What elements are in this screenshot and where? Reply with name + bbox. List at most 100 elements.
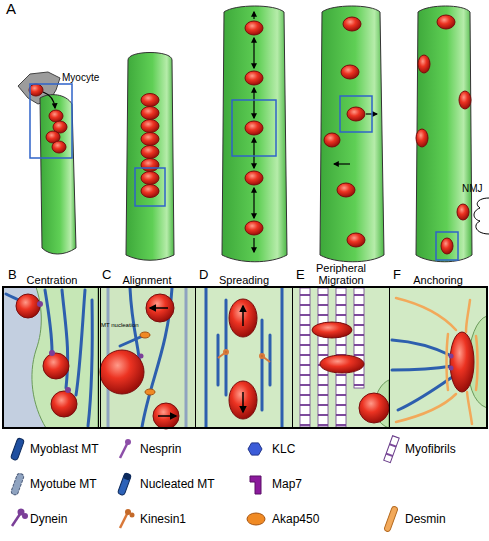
centration-panel-art-part-part [88,300,92,426]
legend-entry: Myotube MT [30,476,97,492]
myotube-spreading-stage-part-part [253,88,254,118]
myotube-spreading-stage-part [245,171,263,185]
panel-letter: E [296,268,305,282]
legend-entry: Kinesin1 [140,511,186,527]
legend-icons [10,436,399,532]
legend-entry: Myofibrils [405,441,456,457]
alignment-panel-art-part [145,389,155,395]
panel-title: Spreading [196,274,292,286]
spreading-panel-art-part [206,288,282,427]
panel-box: Centration [3,287,101,428]
legend-label: Map7 [272,477,302,491]
legend-entry: Map7 [272,476,302,492]
spreading-panel-art [195,287,292,428]
centration-panel-art-part [37,301,71,393]
structure-label: NMJ [462,183,483,194]
panel-box: Anchoring [389,287,487,428]
centration-panel-art-part [32,287,98,428]
anchoring-panel-art-part [450,332,474,392]
myocyte-fusion-stage [18,72,76,254]
spreading-panel-art-part-part [261,320,264,410]
anchoring-panel-art-part-part [396,298,456,330]
legend-label: Dynein [30,512,67,526]
panel-letter: F [393,268,401,282]
panel-letter: B [8,268,17,282]
alignment-panel-art-part [98,287,195,428]
legend-label: Kinesin1 [140,512,186,526]
myotube-peripheral-stage-part [320,6,384,262]
spreading-panel-art-part-part [205,288,208,427]
panel-title: Anchoring [390,274,486,286]
panel-title: Alignment [99,274,195,286]
myotube-spreading-stage-part-part [253,12,254,19]
spreading-panel-art-part-part [224,350,228,354]
anchoring-panel-art-part [392,340,454,410]
anchoring-panel-art-part-part [392,366,452,370]
anchoring-panel-art-part-part [449,354,454,359]
panel-frame [3,287,487,428]
spreading-panel-art-part-part [225,300,228,395]
spreading-panel-art-part [195,287,292,428]
myotube-anchoring-stage-part [437,15,455,29]
myotube-anchoring-stage [416,6,489,262]
myotube-spreading-stage-part [245,21,263,35]
myotube-anchoring-stage-part [418,55,430,73]
legend-icons-part [10,438,24,461]
legend-entry: Akap450 [272,511,319,527]
anchoring-panel-art-part-part [449,366,454,371]
legend-icons-part [12,514,20,526]
anchoring-panel-art-part-part [392,340,452,356]
myotube-peripheral-stage-part [337,183,355,197]
alignment-panel-art-part [140,332,150,338]
panel-title: Centration [4,274,100,286]
peripheral-migration-panel-art-part [359,393,389,423]
alignment-panel-art-part [100,350,144,394]
alignment-panel-art-part [146,294,174,322]
legend-icons-part [10,473,24,496]
myotube-anchoring-stage-part [416,6,472,262]
panel-box: Peripheral Migration [292,287,390,428]
spreading-panel-art-part-part [217,335,220,385]
peripheral-migration-panel-art-part [300,288,364,427]
centration-panel-art-part [6,290,92,426]
myotube-peripheral-stage [320,6,384,262]
legend-entry: Myoblast MT [30,441,99,457]
spreading-panel-art-part [242,392,244,412]
myotube-spreading-stage-part-part [253,238,254,252]
myotube-alignment-stage-part [141,133,159,146]
myotube-anchoring-stage-part [474,198,489,234]
myotube-peripheral-stage-part [341,65,359,79]
legend-entry: Nucleated MT [140,476,215,492]
legend-label: Nesprin [140,442,181,456]
peripheral-migration-panel-art-part-part [300,288,310,427]
spreading-panel-art-part [242,306,244,326]
legend-icons-part [22,513,28,519]
peripheral-migration-panel-art [292,287,389,428]
legend-entry: Dynein [30,511,67,527]
legend-icons-part [384,436,399,463]
centration-panel-art-part-part [37,301,43,307]
myotube-alignment-stage-part [135,168,165,206]
myotube-alignment-stage-part [141,107,159,120]
myocyte-fusion-stage-part [43,92,55,108]
myotube-alignment-stage-part [141,172,159,185]
anchoring-panel-art-part [389,287,487,428]
myotube-alignment-stage-part [141,159,159,172]
callout-label: MT nucleation [101,322,139,329]
alignment-panel-art-part [158,415,176,417]
panel-box: Alignment [98,287,196,428]
panel-letter: A [6,1,16,18]
myotube-anchoring-stage-part [436,232,458,260]
legend-label: Akap450 [272,512,319,526]
spreading-panel-art-part-part [260,354,264,358]
alignment-panel-art [98,287,195,429]
myotube-peripheral-stage-part [324,133,340,147]
centration-panel-art [3,287,98,428]
myotube-alignment-stage-part [141,120,159,133]
myocyte-fusion-stage-part [40,95,76,254]
anchoring-panel-art-part [449,354,454,371]
legend-icons-part [250,476,261,494]
legend-label: Myoblast MT [30,442,99,456]
panel-letter: C [102,268,111,282]
myotube-anchoring-stage-part [459,91,471,109]
